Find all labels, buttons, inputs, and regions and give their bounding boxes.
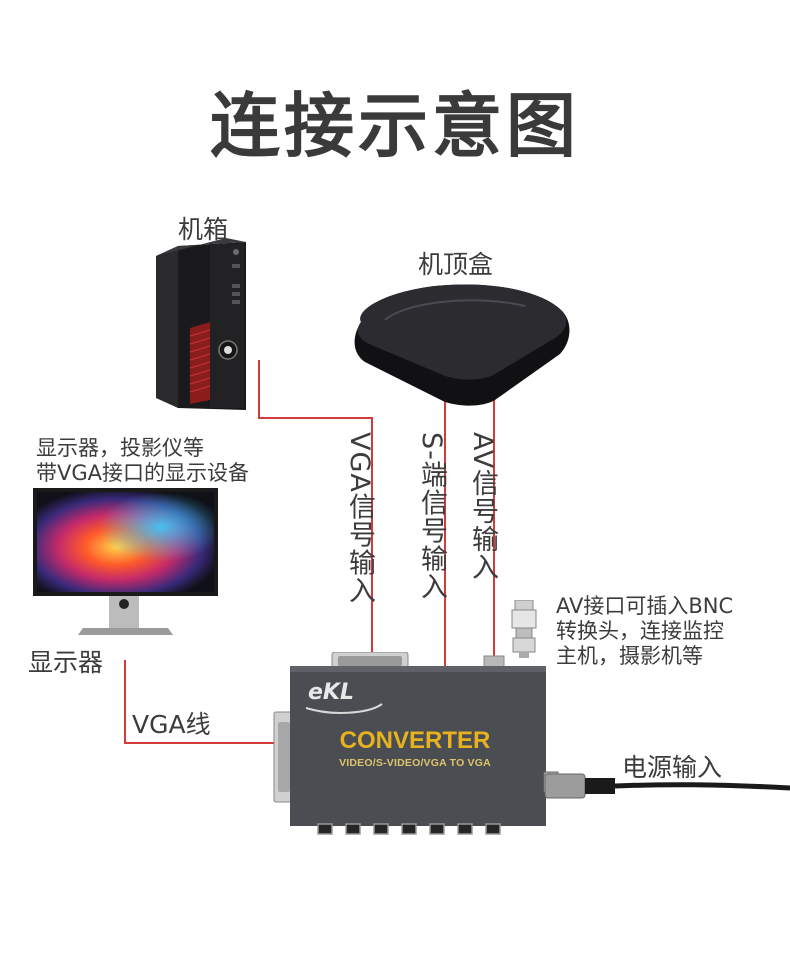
page-title: 连接示意图: [210, 85, 580, 167]
av-input-label: AV信号输入: [467, 432, 498, 582]
power-input-label: 电源输入: [622, 753, 723, 782]
set-top-box-image: [354, 284, 570, 406]
wire-monitor-across: [124, 742, 279, 744]
pc-tower-label: 机箱: [178, 215, 229, 244]
monitor-label: 显示器: [28, 648, 104, 677]
monitor-image: [33, 488, 218, 635]
wire-monitor-down: [124, 660, 126, 743]
bnc-note-line3: 主机，摄影机等: [556, 644, 703, 668]
display-note-line2: 带VGA接口的显示设备: [36, 461, 250, 485]
power-cable: [545, 773, 790, 799]
vga-cable-label: VGA线: [132, 710, 211, 739]
converter-subtitle: VIDEO/S-VIDEO/VGA TO VGA: [339, 757, 491, 769]
converter-title: CONVERTER: [339, 727, 491, 754]
wire-svideo-down: [444, 400, 446, 668]
converter-brand-logo: eKL: [308, 680, 354, 705]
bnc-note-line2: 转换头，连接监控: [556, 619, 724, 643]
vga-input-label: VGA信号输入: [344, 432, 375, 605]
wire-vga-down: [371, 417, 373, 657]
pc-tower-image: [156, 238, 246, 410]
wire-pc-horizontal: [258, 360, 260, 418]
display-note-line1: 显示器，投影仪等: [36, 436, 204, 460]
converter-box: [273, 652, 559, 835]
bnc-note-line1: AV接口可插入BNC: [556, 594, 734, 618]
bnc-adapter-image: [511, 600, 537, 658]
svideo-input-label: S-端信号输入: [416, 432, 447, 601]
wire-pc-top: [258, 417, 372, 419]
set-top-box-label: 机顶盒: [418, 250, 494, 279]
wire-av-down: [493, 400, 495, 658]
